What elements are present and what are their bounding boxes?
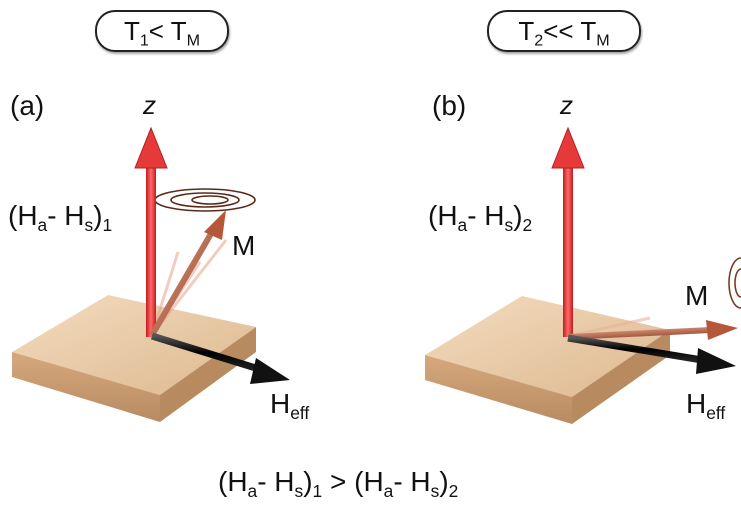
panel-label-b: (b) <box>432 90 467 121</box>
heff-label-b: Heff <box>686 388 726 424</box>
slab-b-front <box>425 355 572 424</box>
magnetization-label-a: M <box>232 230 256 261</box>
precession-orbit-a <box>154 188 256 212</box>
field-difference-label-a: (Ha- Hs)1 <box>8 200 113 236</box>
slab-a-top <box>12 295 256 395</box>
temperature-label-b: T2<< TM <box>487 10 641 52</box>
field-relation-caption: (Ha- Hs)1 > (Ha- Hs)2 <box>218 466 459 502</box>
panel-a-graphics <box>12 126 290 422</box>
field-difference-label-b: (Ha- Hs)2 <box>428 200 533 236</box>
magnetization-arrow-a <box>149 210 226 337</box>
panel-label-a: (a) <box>10 90 45 121</box>
temperature-label-a: T1< TM <box>95 10 229 52</box>
magnetization-arrow-b <box>567 320 738 340</box>
slab-b-top <box>425 296 670 397</box>
slab-a-front <box>12 352 160 422</box>
precession-orbit-b <box>728 257 741 309</box>
slab-a-side <box>160 327 256 422</box>
z-axis-label-b: z <box>560 90 573 120</box>
magnetization-label-b: M <box>685 280 709 311</box>
z-axis-label-a: z <box>143 90 156 120</box>
z-axis-arrow-a <box>134 126 168 337</box>
heff-label-a: Heff <box>270 388 310 424</box>
heff-arrow-a <box>150 332 290 384</box>
z-axis-arrow-b <box>551 126 585 337</box>
heff-arrow-b <box>567 334 736 374</box>
panel-b-graphics <box>425 126 741 424</box>
